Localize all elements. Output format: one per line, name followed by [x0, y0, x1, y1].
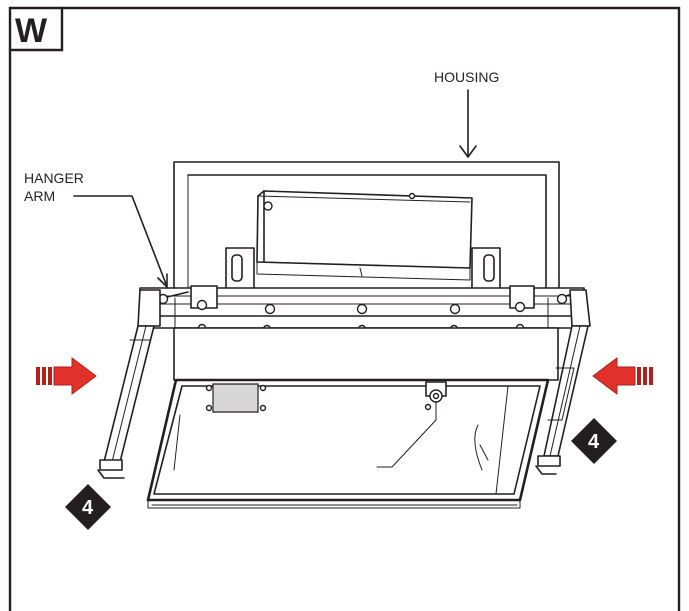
step-badge-right [571, 418, 617, 464]
junction-brackets [225, 247, 501, 301]
left-hanger-arm [97, 289, 161, 479]
hanger-arm-leader-arrow [73, 195, 168, 288]
hanger-arm-label-line1: HANGER [24, 170, 84, 186]
step-badge-left [65, 484, 111, 530]
junction-box [256, 190, 473, 281]
left-push-arrow-icon [36, 357, 97, 395]
trim-frame [146, 327, 559, 509]
hanger-arm-label-line2: ARM [24, 188, 55, 204]
hanger-bar [139, 285, 585, 331]
housing-leader-arrow [459, 89, 477, 158]
housing-label: HOUSING [434, 69, 499, 85]
right-hanger-arm [535, 289, 591, 475]
interior-components [173, 381, 509, 495]
step-badge-left-number: 4 [82, 497, 94, 519]
figure-frame [8, 6, 681, 611]
figure-tab-letter: W [15, 12, 48, 50]
right-push-arrow-icon [592, 357, 653, 395]
step-badge-right-number: 4 [588, 431, 600, 453]
